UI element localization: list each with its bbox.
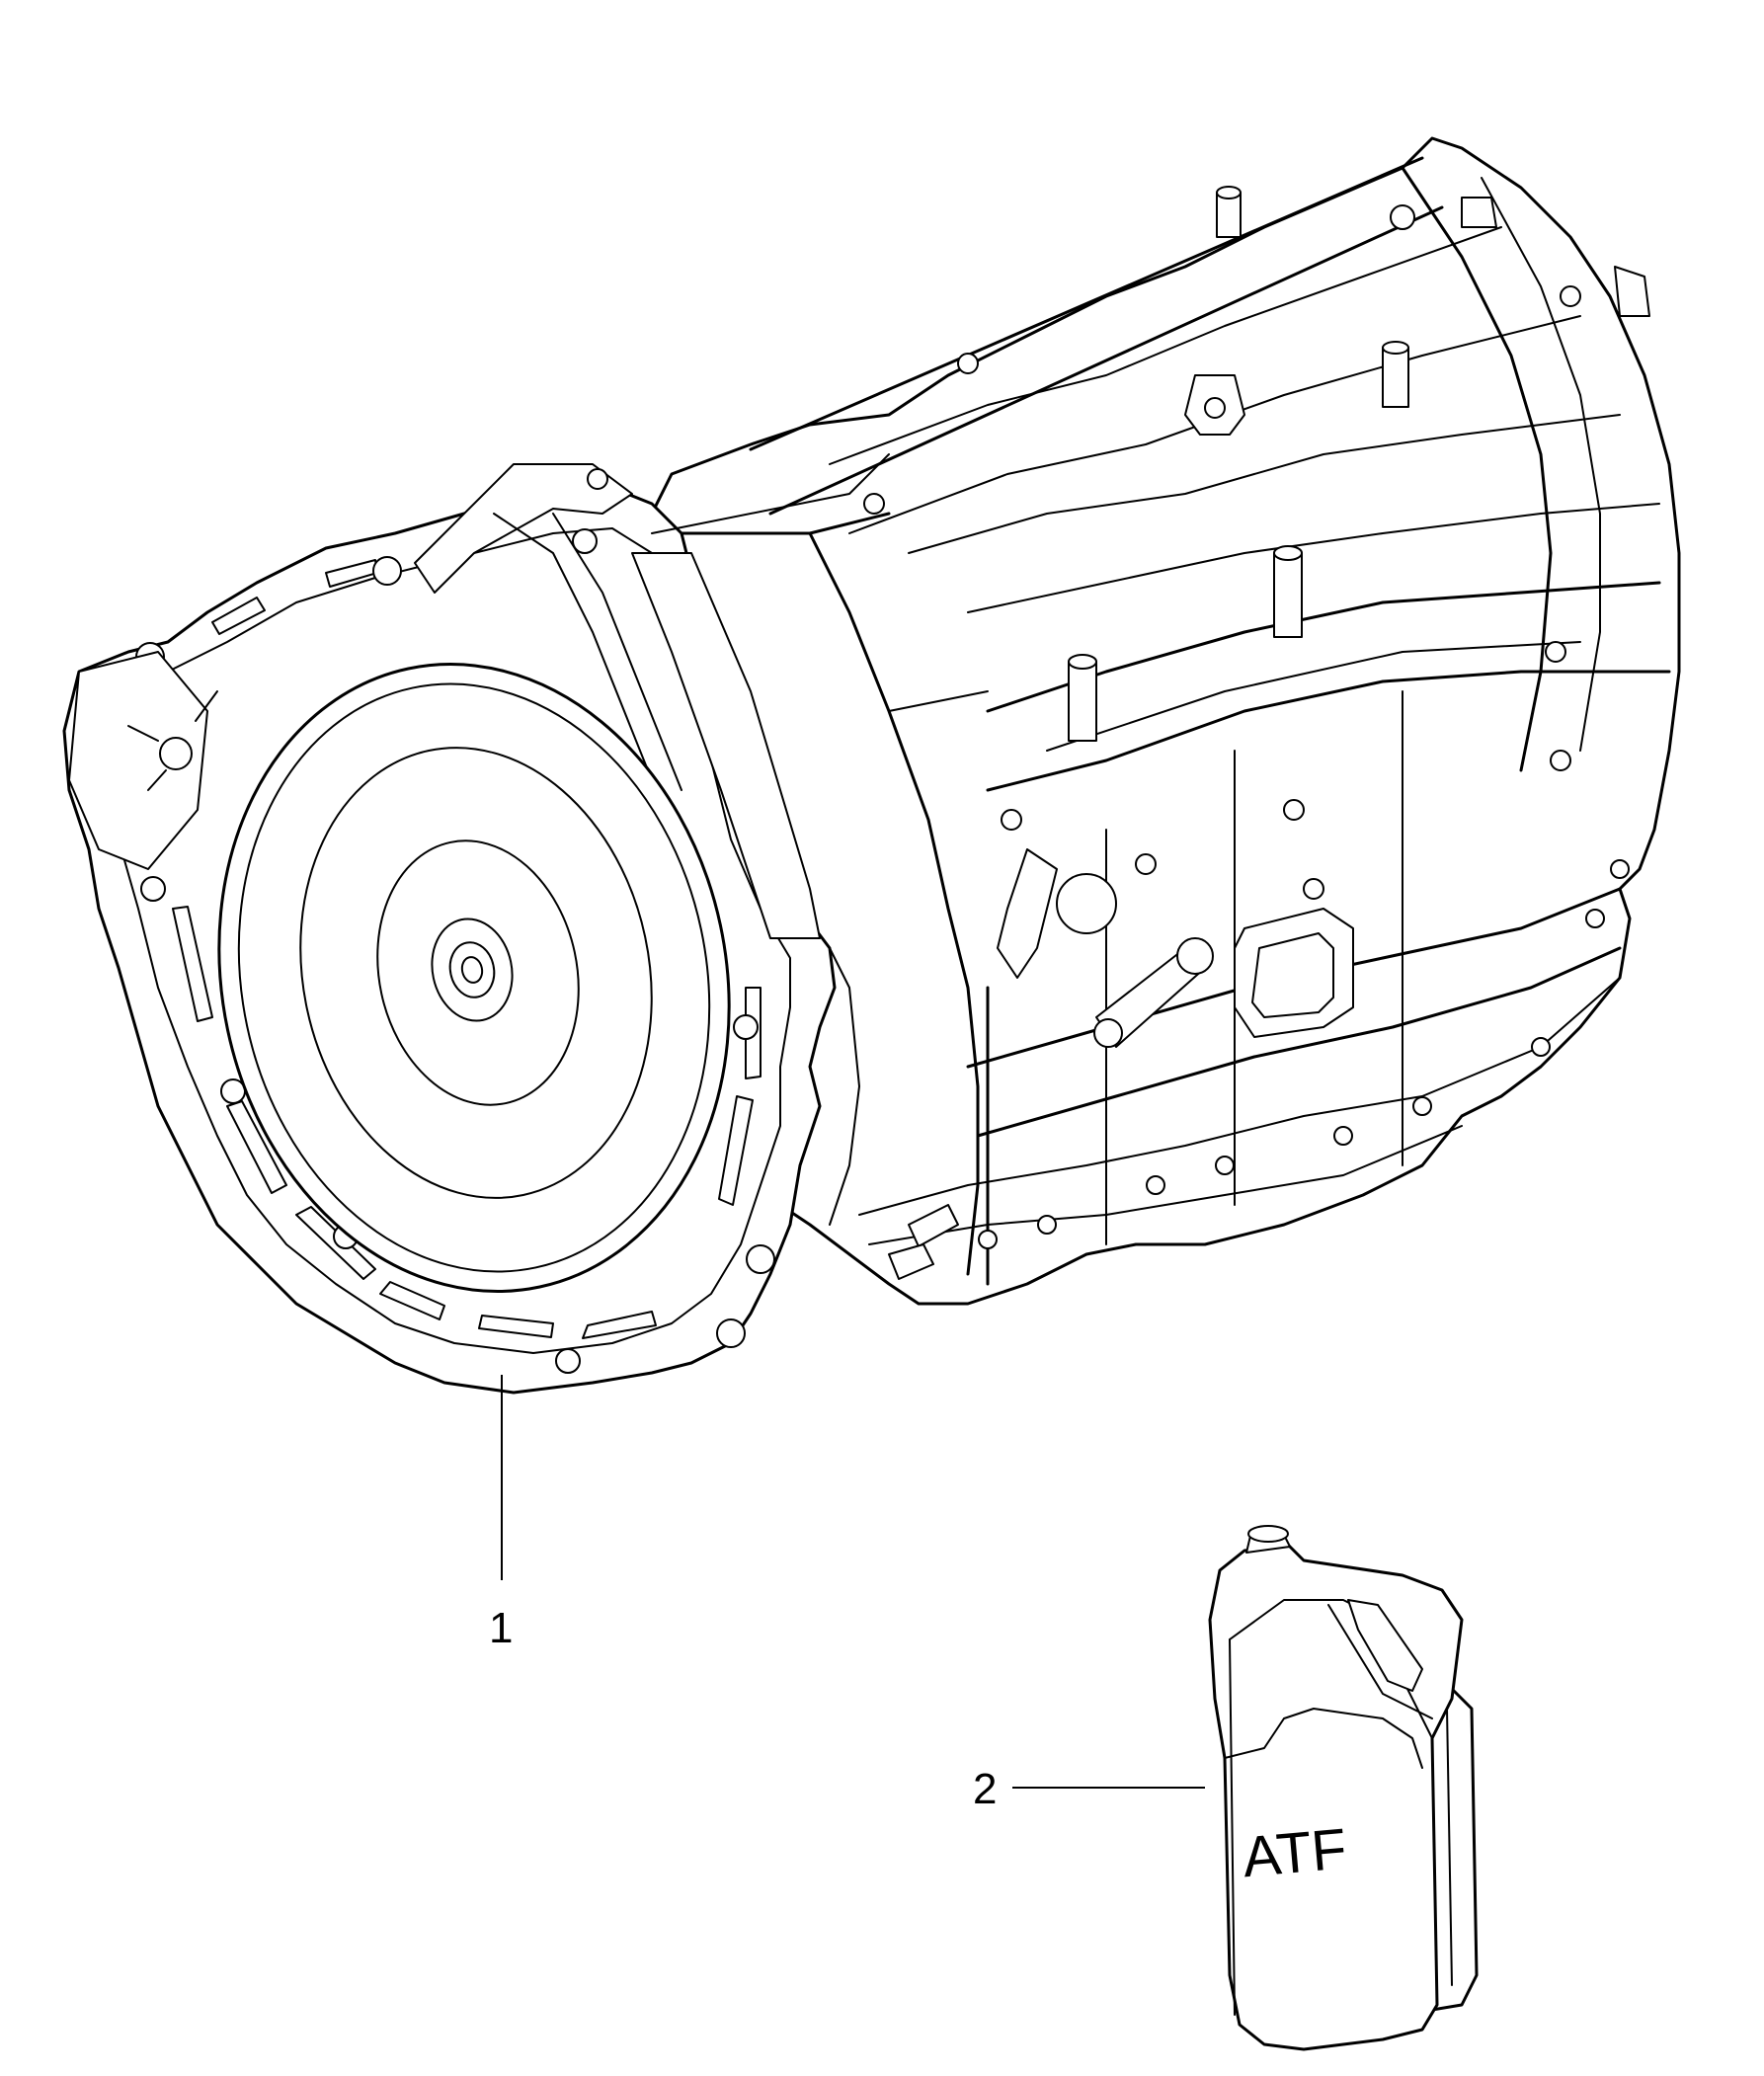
- atf-container: ATF: [1208, 1525, 1479, 2051]
- callout-2: 2: [973, 1765, 1205, 1813]
- top-bolt-bosses: [863, 186, 1650, 831]
- callout-number-2: 2: [973, 1765, 997, 1813]
- torque-converter: [217, 663, 731, 1293]
- oil-pan-bolts: [908, 859, 1630, 1249]
- container-label: ATF: [1240, 1816, 1349, 1889]
- callout-number-1: 1: [489, 1604, 513, 1652]
- flange-bolt-holes: [135, 528, 775, 1374]
- transmission-assembly: [62, 136, 1681, 1395]
- callout-1: 1: [489, 1375, 513, 1652]
